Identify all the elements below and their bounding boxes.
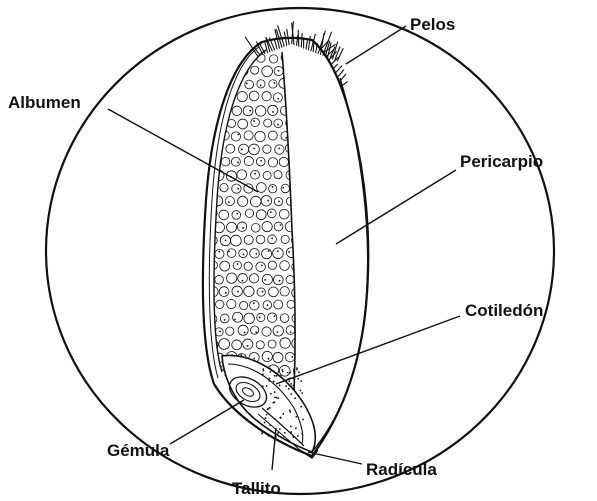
- label-pericarpio: Pericarpio: [460, 152, 543, 171]
- leader-pelos: [346, 26, 406, 64]
- label-pelos: Pelos: [410, 15, 455, 34]
- label-tallito: Tallito: [232, 479, 281, 498]
- label-albumen: Albumen: [8, 93, 81, 112]
- label-cotiledon: Cotiledón: [465, 301, 543, 320]
- label-radicula: Radícula: [366, 460, 437, 479]
- leader-radicula: [308, 452, 362, 464]
- leader-gemula: [170, 400, 244, 444]
- label-gemula: Gémula: [107, 441, 170, 460]
